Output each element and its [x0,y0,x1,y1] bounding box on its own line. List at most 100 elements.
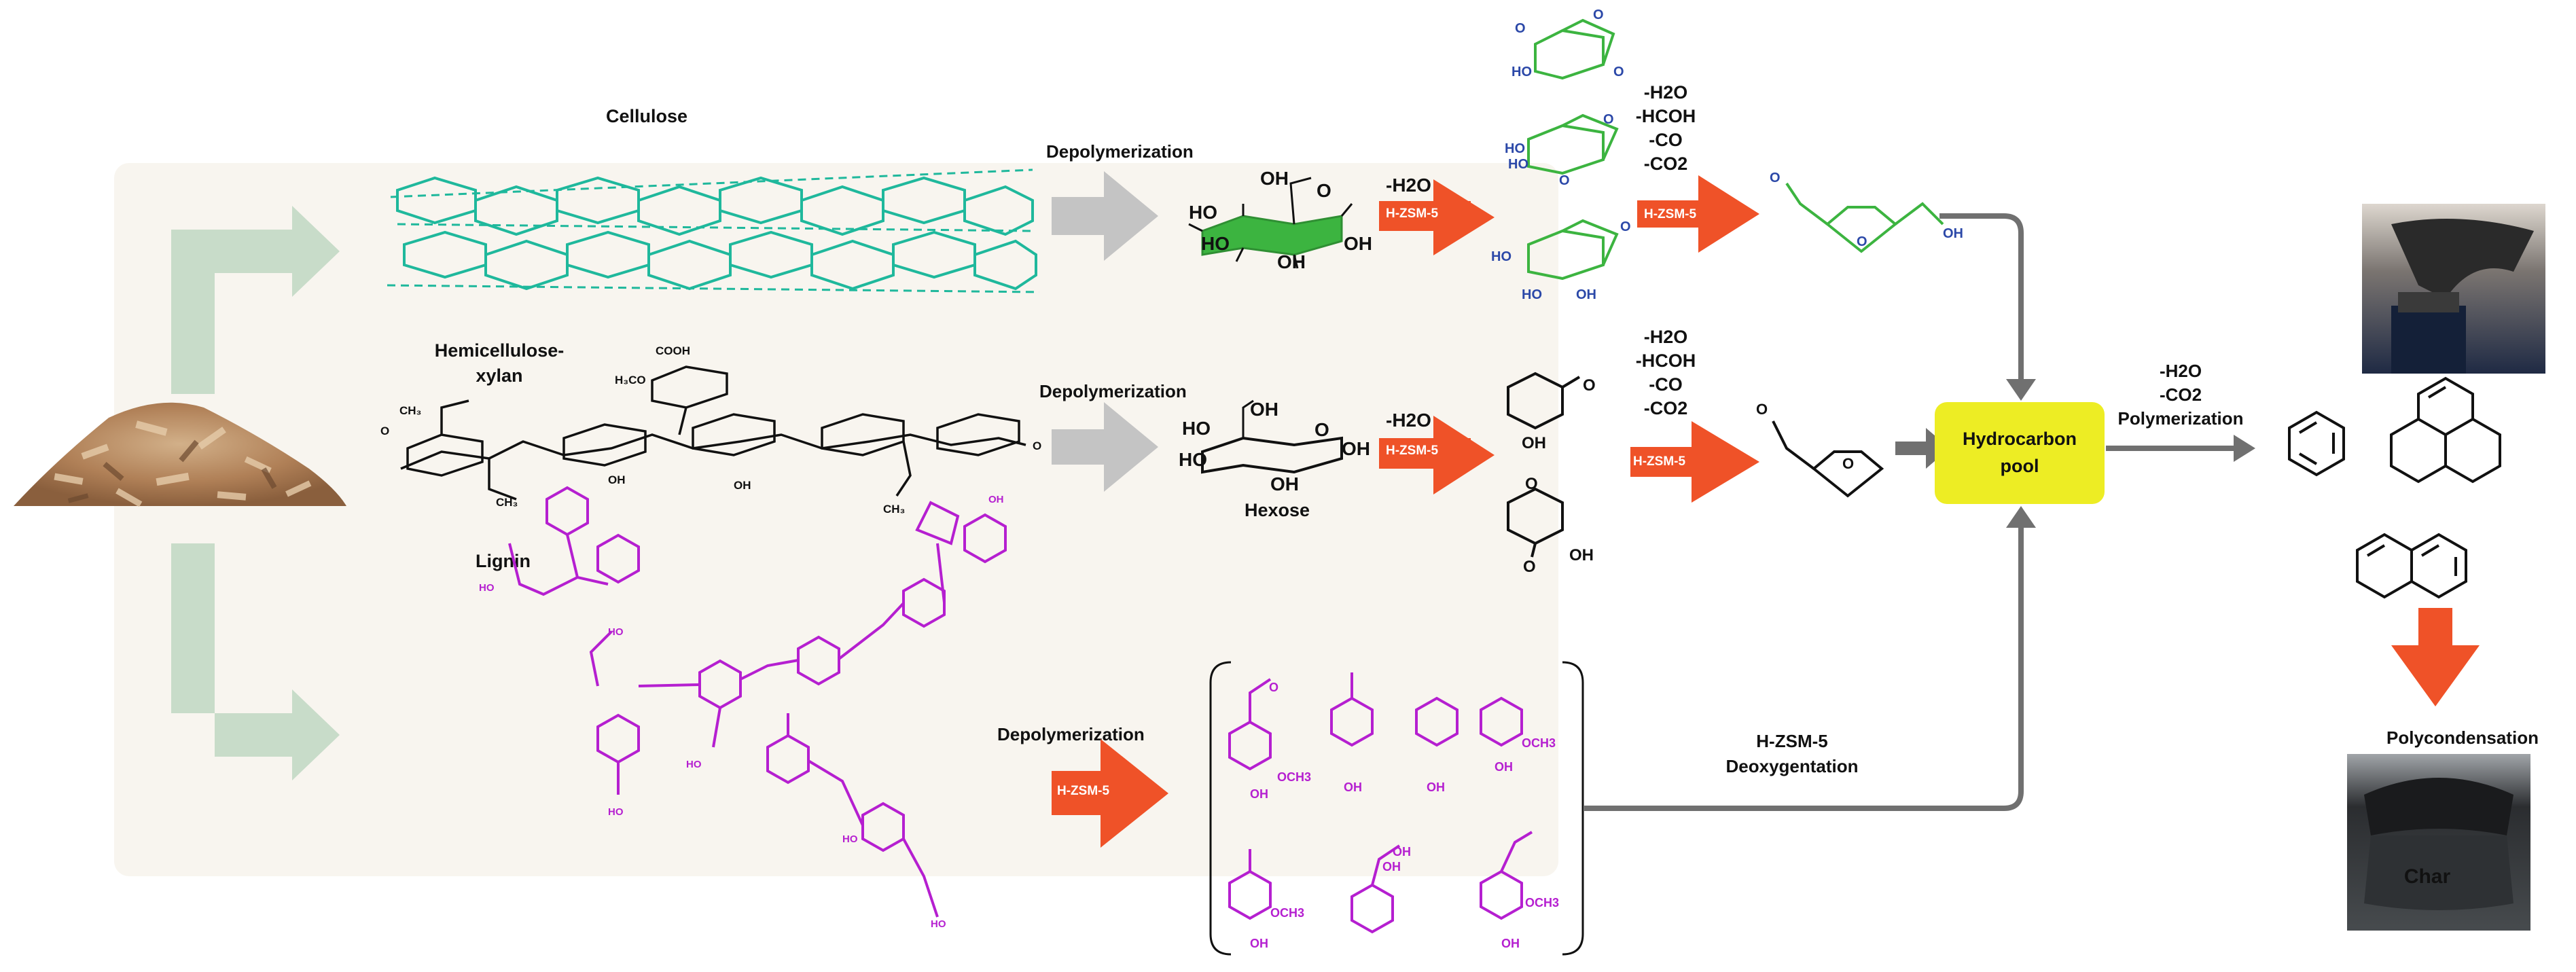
svg-text:HO: HO [1189,202,1217,223]
phenanthrene-structure [2390,376,2501,484]
levoglucosenone-structure [1534,18,1615,80]
svg-text:-CO2: -CO2 [1644,154,1688,174]
svg-text:-CO2: -CO2 [2160,384,2202,405]
hexose-label: Hexose [1245,500,1310,520]
hydrocarbon-pool-line2: pool [2001,456,2039,476]
svg-text:OH: OH [1393,845,1411,859]
feedstock-panel [114,163,1558,876]
catalyst-tag-cellulose: H-ZSM-5 [1386,206,1438,221]
gray-arrow-hemicellulose [1052,402,1158,492]
catalyst-tag-middle: H-ZSM-5 [1633,454,1685,469]
svg-text:OCH3: OCH3 [1270,906,1304,920]
svg-text:O: O [1269,681,1278,694]
svg-text:OH: OH [1576,287,1596,302]
svg-text:O: O [1033,439,1041,452]
lignin-monomers [1228,672,1533,934]
svg-text:OH: OH [1522,434,1546,452]
dehydration-label-2: -H2O [1386,410,1431,431]
svg-text:O: O [1314,419,1329,440]
svg-text:-HCOH: -HCOH [1636,106,1696,126]
svg-text:OH: OH [1382,860,1401,874]
cellulose-structure [387,168,1040,293]
hemicellulose-label-line2: xylan [476,365,522,386]
svg-text:O: O [1593,7,1604,22]
svg-text:OH: OH [734,479,751,492]
svg-text:OH: OH [1943,226,1963,241]
svg-text:O: O [380,425,389,437]
svg-text:OH: OH [1250,937,1268,950]
svg-text:HO: HO [1522,287,1542,302]
svg-text:-HCOH: -HCOH [1636,350,1696,371]
svg-text:-H2O: -H2O [1644,327,1688,347]
svg-text:O: O [1842,455,1854,472]
naphthalene-structure [2356,533,2467,599]
connector-lignin-to-pool [1584,526,2024,811]
svg-text:O: O [1559,173,1570,188]
benzene-structure [2288,410,2345,477]
furfural-structure [1772,420,1884,498]
svg-text:O: O [1620,219,1631,234]
svg-text:HO: HO [1201,233,1230,254]
svg-text:OH: OH [1344,780,1362,794]
svg-text:OCH3: OCH3 [1525,896,1559,910]
svg-text:O: O [1613,65,1624,79]
levoglucosan-structure [1527,113,1619,175]
svg-text:OCH3: OCH3 [1522,736,1556,750]
gray-arrow-cellulose [1052,171,1158,261]
svg-text:O: O [1603,112,1614,127]
svg-text:O: O [1523,558,1536,576]
svg-text:Deoxygentation: Deoxygentation [1725,756,1858,776]
svg-text:Polymerization: Polymerization [2118,408,2244,429]
char-photo [2347,754,2530,931]
svg-text:OH: OH [1260,168,1289,189]
svg-text:-CO: -CO [1649,374,1683,395]
svg-text:O: O [1857,234,1867,249]
polycondensation-label: Polycondensation [2386,727,2539,748]
glucose-structure: OH HO HO O OH OH [1188,168,1372,272]
lignin-products-bracket [1209,661,1584,956]
svg-text:OH: OH [1270,473,1299,494]
catalyst-tag-hemicellulose: H-ZSM-5 [1386,444,1438,458]
svg-text:HO: HO [1182,418,1211,439]
lignin-label: Lignin [476,551,531,571]
svg-text:OH: OH [1277,251,1306,272]
hemicellulose-structure [400,365,1026,501]
svg-text:HO: HO [479,582,495,594]
svg-text:OH: OH [1250,787,1268,801]
svg-text:HO: HO [931,918,946,930]
svg-text:OCH3: OCH3 [1277,770,1311,784]
svg-text:HO: HO [608,626,624,638]
green-branch-arrows [171,206,340,780]
svg-text:OH: OH [1495,760,1513,774]
svg-text:-CO: -CO [1649,130,1683,150]
svg-text:OH: OH [1342,438,1370,459]
svg-text:O: O [1770,170,1781,185]
lignin-groups: HO HO HO HO HO HO OH [479,494,1004,930]
depolymerization-label-1: Depolymerization [1046,141,1194,162]
svg-text:O: O [1515,21,1526,36]
svg-text:OH: OH [608,473,626,486]
svg-text:OH: OH [1344,233,1372,254]
svg-text:OH: OH [1501,937,1520,950]
catalyst-tag-lignin: H-ZSM-5 [1057,784,1109,798]
svg-text:HO: HO [608,806,624,818]
svg-text:O: O [1583,376,1596,395]
svg-text:COOH: COOH [656,344,690,357]
svg-text:OH: OH [1250,399,1278,420]
lignin-structure [508,486,1007,918]
cellulose-label: Cellulose [606,106,687,126]
svg-text:HO: HO [1511,65,1532,79]
hydrocarbon-pool-line1: Hydrocarbon [1963,429,2077,449]
svg-text:HO: HO [1508,157,1528,172]
svg-text:HO: HO [686,759,702,770]
middle-loss-list: -H2O -HCOH -CO -CO2 [1636,327,1696,418]
dehydration-label-1: -H2O [1386,175,1431,196]
svg-text:O: O [1525,475,1538,493]
svg-text:CH₃: CH₃ [496,496,518,509]
svg-text:-CO2: -CO2 [1644,398,1688,418]
svg-text:CH₃: CH₃ [399,404,421,417]
catalyst-tag-upper: H-ZSM-5 [1644,207,1696,221]
depolymerization-label-2: Depolymerization [1039,381,1187,401]
